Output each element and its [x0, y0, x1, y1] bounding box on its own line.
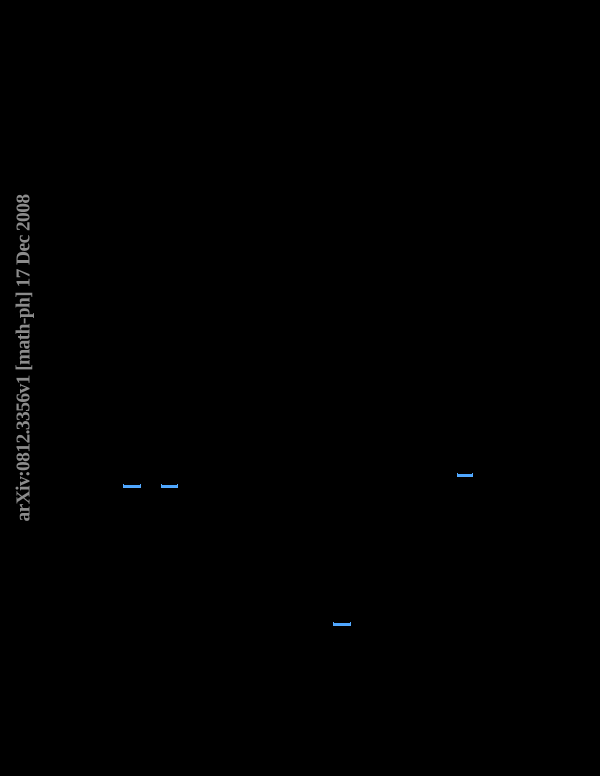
citation-link-4[interactable] [333, 622, 351, 626]
citation-link-3[interactable] [457, 473, 473, 477]
arxiv-stamp: arXiv:0812.3356v1 [math-ph] 17 Dec 2008 [14, 182, 36, 534]
arxiv-stamp-text: arXiv:0812.3356v1 [math-ph] 17 Dec 2008 [14, 194, 35, 522]
citation-link-2[interactable] [161, 484, 178, 488]
citation-link-1[interactable] [123, 484, 141, 488]
